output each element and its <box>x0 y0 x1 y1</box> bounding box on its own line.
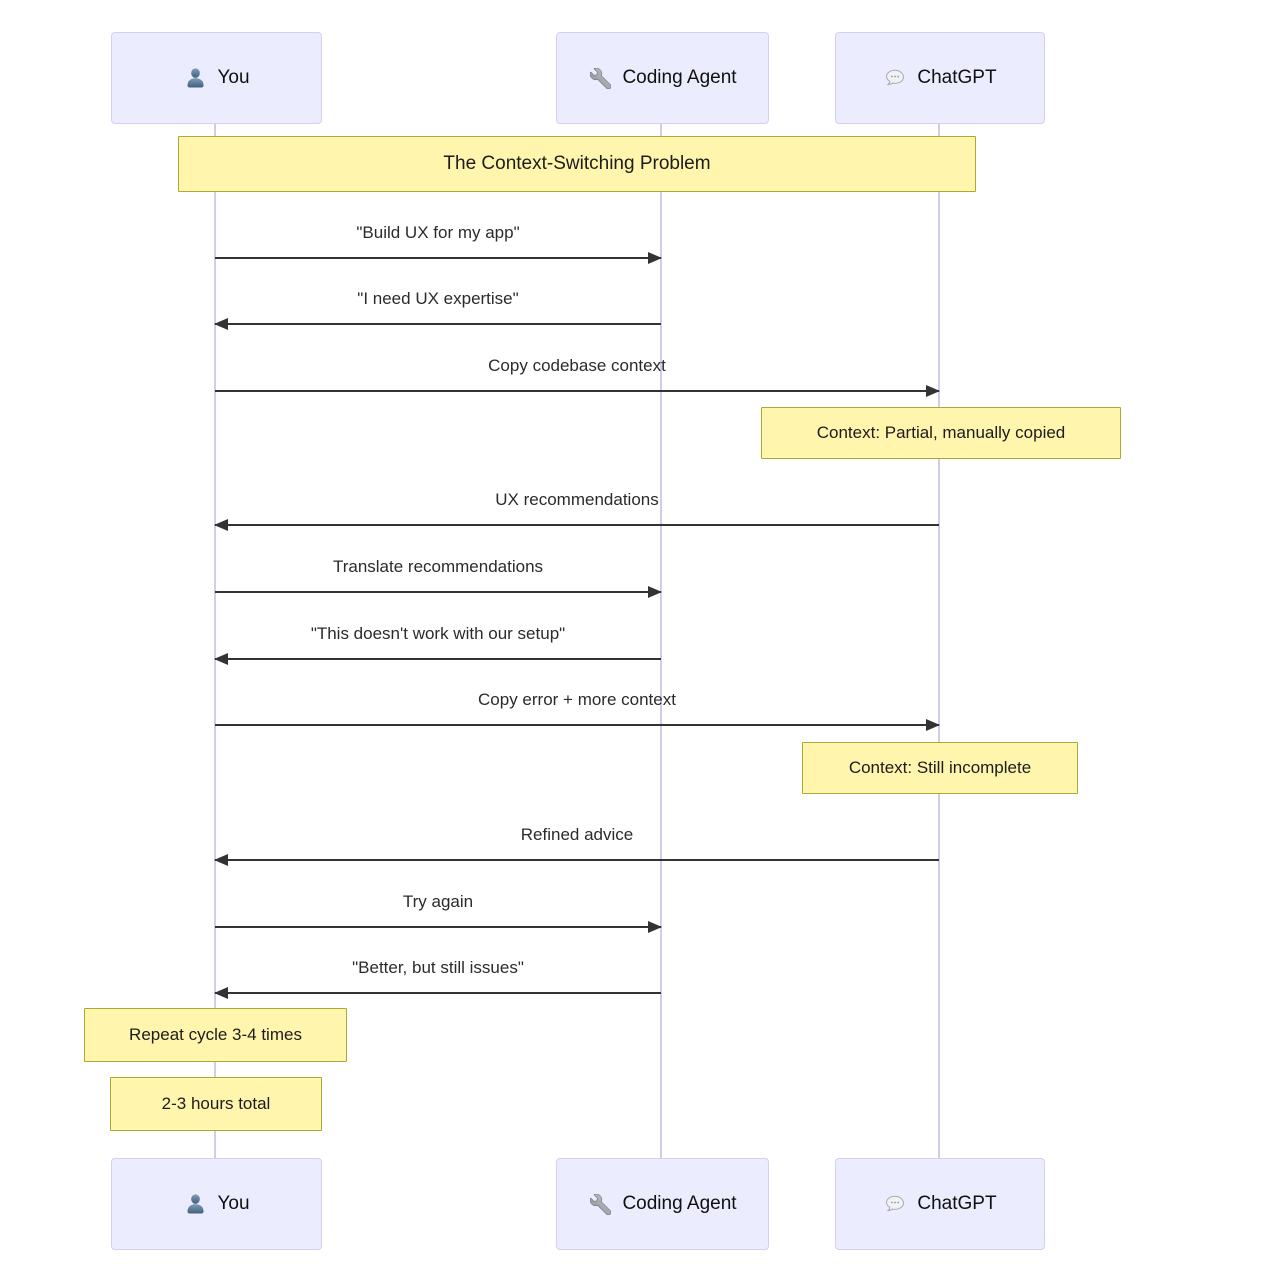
sequence-message: "Build UX for my app" <box>215 220 662 264</box>
actor-chatgpt-top: ChatGPT <box>835 32 1045 124</box>
speech-bubble-icon <box>883 66 907 90</box>
lifeline-you <box>214 122 216 1158</box>
actor-label: You <box>217 1193 250 1214</box>
message-label: "This doesn't work with our setup" <box>310 624 566 643</box>
message-arrow <box>214 987 661 999</box>
actor-label: Coding Agent <box>622 67 737 88</box>
person-icon <box>183 1192 207 1216</box>
actor-chatgpt-bottom: ChatGPT <box>835 1158 1045 1250</box>
arrowhead <box>214 987 228 999</box>
actor-label: ChatGPT <box>917 67 997 88</box>
actor-label: Coding Agent <box>622 1193 737 1214</box>
message-label: Copy error + more context <box>478 690 676 709</box>
note-text: Context: Still incomplete <box>848 758 1032 777</box>
message-label: Copy codebase context <box>488 356 666 375</box>
note-context-incomplete: Context: Still incomplete <box>802 742 1078 794</box>
sequence-message: Try again <box>215 889 662 933</box>
arrowhead <box>648 921 662 933</box>
arrowhead <box>926 385 940 397</box>
message-arrow <box>215 586 662 598</box>
arrowhead <box>214 653 228 665</box>
message-arrow <box>214 854 939 866</box>
diagram-title-note: The Context-Switching Problem <box>178 136 976 192</box>
message-label: "I need UX expertise" <box>357 289 519 308</box>
arrowhead <box>648 252 662 264</box>
message-label: Try again <box>402 892 474 911</box>
message-label: "Build UX for my app" <box>356 223 520 242</box>
wrench-icon <box>588 66 612 90</box>
sequence-message: "This doesn't work with our setup" <box>214 621 661 665</box>
lifeline-coding-agent <box>660 122 662 1158</box>
actor-label: You <box>217 67 250 88</box>
message-arrow <box>215 385 940 397</box>
arrowhead <box>214 519 228 531</box>
lifeline-chatgpt <box>938 122 940 1158</box>
message-arrow <box>215 252 662 264</box>
sequence-message: UX recommendations <box>214 487 939 531</box>
sequence-message: "I need UX expertise" <box>214 286 661 330</box>
message-label: Refined advice <box>520 825 634 844</box>
arrowhead <box>648 586 662 598</box>
actor-you-top: You <box>111 32 322 124</box>
actor-you-bottom: You <box>111 1158 322 1250</box>
sequence-message: "Better, but still issues" <box>214 955 661 999</box>
sequence-message: Copy error + more context <box>215 687 940 731</box>
note-repeat-cycle: Repeat cycle 3-4 times <box>84 1008 347 1062</box>
wrench-icon <box>588 1192 612 1216</box>
message-label: "Better, but still issues" <box>352 958 524 977</box>
actor-label: ChatGPT <box>917 1193 997 1214</box>
note-text: Repeat cycle 3-4 times <box>129 1025 302 1044</box>
note-text: Context: Partial, manually copied <box>816 423 1066 442</box>
message-arrow <box>214 653 661 665</box>
note-text: 2-3 hours total <box>161 1094 271 1113</box>
sequence-message: Translate recommendations <box>215 554 662 598</box>
message-arrow <box>215 921 662 933</box>
speech-bubble-icon <box>883 1192 907 1216</box>
message-arrow <box>214 318 661 330</box>
actor-coding-agent-bottom: Coding Agent <box>556 1158 769 1250</box>
sequence-message: Copy codebase context <box>215 353 940 397</box>
diagram-title-text: The Context-Switching Problem <box>443 153 711 174</box>
note-hours-total: 2-3 hours total <box>110 1077 322 1131</box>
arrowhead <box>214 854 228 866</box>
person-icon <box>183 66 207 90</box>
arrowhead <box>926 719 940 731</box>
note-context-partial: Context: Partial, manually copied <box>761 407 1121 459</box>
message-label: UX recommendations <box>495 490 659 509</box>
arrowhead <box>214 318 228 330</box>
sequence-message: Refined advice <box>214 822 939 866</box>
actor-coding-agent-top: Coding Agent <box>556 32 769 124</box>
message-label: Translate recommendations <box>332 557 544 576</box>
message-arrow <box>214 519 939 531</box>
message-arrow <box>215 719 940 731</box>
